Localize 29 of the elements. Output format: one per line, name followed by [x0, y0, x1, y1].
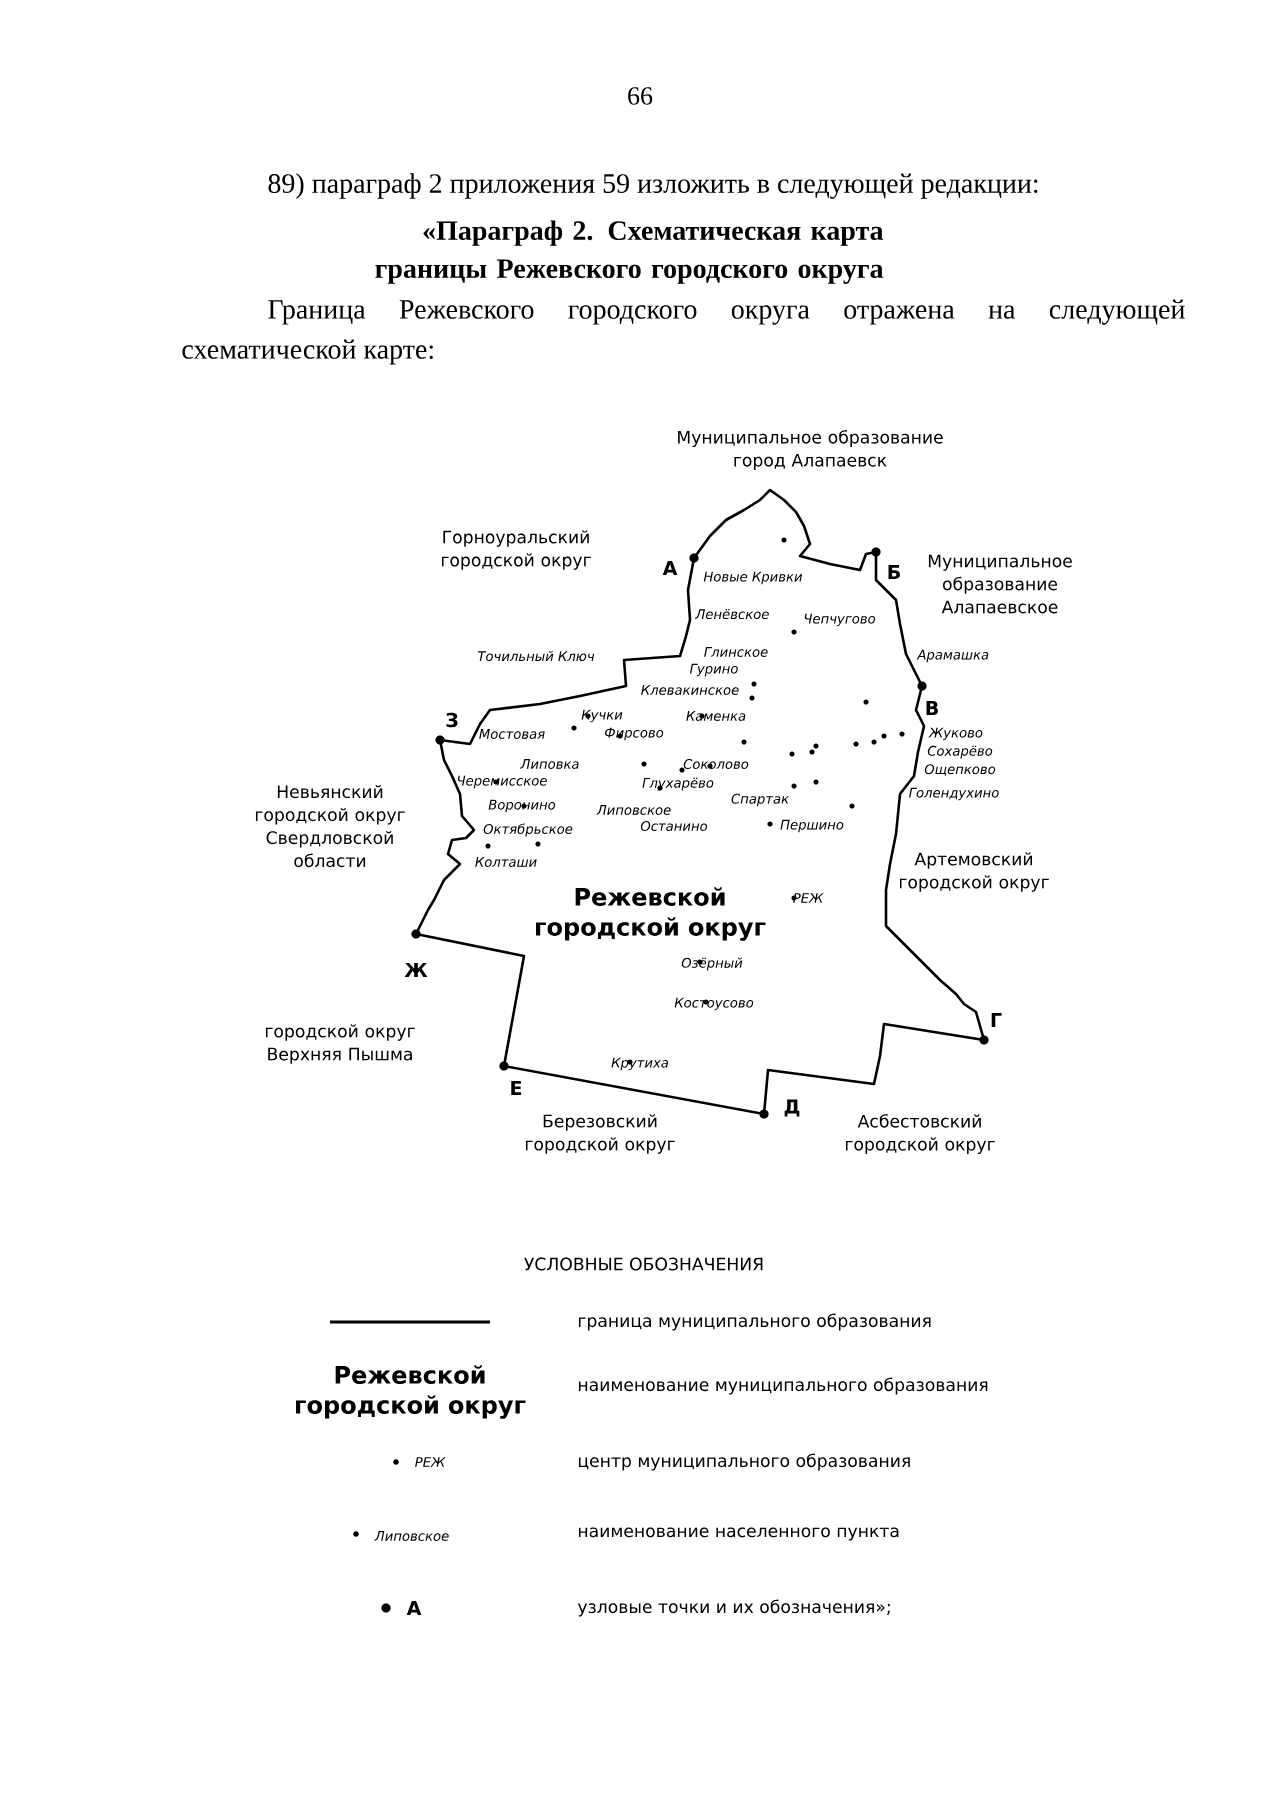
district-name: Режевской городской округ — [536, 887, 766, 941]
region-label: Горноуральский городской округ — [441, 530, 591, 570]
legend-text: центр муниципального образования — [578, 1453, 910, 1471]
region-label: Асбестовский городской округ — [845, 1114, 995, 1154]
region-label: Невьянский городской округ Свердловской области — [255, 784, 405, 868]
legend-text: узловые точки и их обозначения»; — [577, 1599, 890, 1617]
point-letter: Е — [511, 1081, 522, 1095]
point-letter: А — [662, 561, 678, 575]
point-letter: Д — [784, 1099, 800, 1117]
legend-text: наименование населенного пункта — [578, 1527, 899, 1541]
legend-text: граница муниципального образования — [578, 1313, 931, 1331]
body-text: 89) параграф 2 приложения 59 изложить в следующей редакции: — [268, 173, 1038, 199]
point-letter: Б — [888, 565, 900, 579]
region-label: Артемовский городской округ — [899, 852, 1049, 892]
point-letter: Ж — [404, 963, 428, 977]
point-letter: В — [926, 701, 938, 715]
legend-text: наименование муниципального образования — [578, 1377, 988, 1395]
region-label: городской округ Верхняя Пышма — [265, 1024, 415, 1064]
region-label: Березовский городской округ — [525, 1114, 675, 1154]
point-letter: А — [406, 1601, 422, 1615]
legend-heading: УСЛОВНЫЕ ОБОЗНАЧЕНИЯ — [524, 1257, 763, 1271]
point-letter: Г — [991, 1013, 1002, 1027]
region-label: Муниципальное образование город Алапаевск — [678, 430, 943, 470]
district-name: Режевской городской округ — [296, 1365, 526, 1419]
body-text: Граница Режевского городского округа отражена на следующей схематической карте: — [182, 299, 1185, 365]
point-letter: З — [446, 712, 458, 728]
region-label: Муниципальное образование Алапаевское — [928, 554, 1072, 614]
heading: «Параграф 2. Схематическая карта границы Режевского городского округа — [375, 220, 884, 284]
page-number: 66 — [628, 87, 653, 105]
